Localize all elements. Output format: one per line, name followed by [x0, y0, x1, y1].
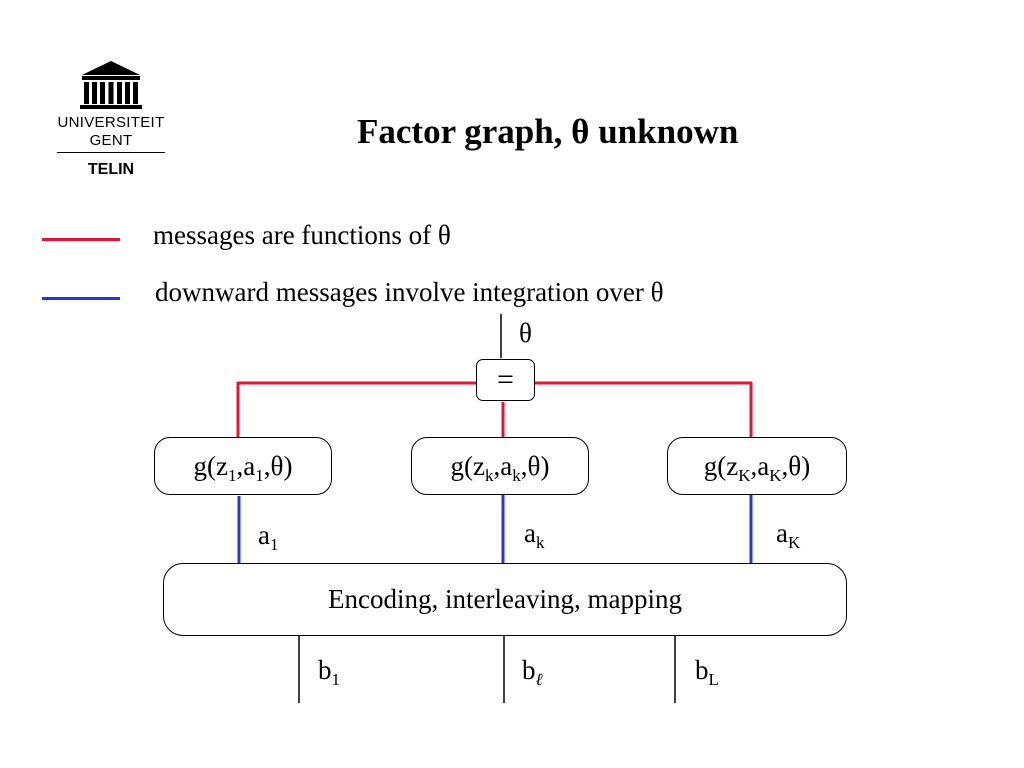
factor-node-1-label: g(z1,a1,θ): [193, 450, 293, 485]
label-bl: bℓ: [522, 655, 543, 689]
label-aK: aK: [776, 518, 801, 552]
logo-divider: [57, 152, 165, 153]
factor-node-k: g(zk,ak,θ): [411, 437, 589, 495]
factor-node-K-label: g(zK,aK,θ): [703, 450, 811, 485]
label-b1: b1: [318, 655, 340, 689]
encoder-node: Encoding, interleaving, mapping: [163, 563, 847, 636]
theta-label: θ: [519, 318, 532, 348]
logo-gent: GENT: [89, 132, 133, 149]
factor-node-K: g(zK,aK,θ): [667, 437, 847, 495]
equality-symbol: =: [497, 363, 514, 396]
slide-title: Factor graph, θ unknown: [357, 112, 739, 151]
factor-node-1: g(z1,a1,θ): [154, 437, 332, 495]
legend-red-text: messages are functions of θ: [153, 220, 451, 250]
encoder-label: Encoding, interleaving, mapping: [328, 584, 682, 614]
legend-red-line: [42, 238, 120, 241]
equality-node: =: [476, 359, 535, 401]
legend-blue-text: downward messages involve integration ov…: [155, 277, 664, 307]
logo-university: UNIVERSITEIT: [57, 114, 165, 131]
building-icon: [80, 61, 142, 109]
label-a1: a1: [258, 520, 279, 554]
factor-node-k-label: g(zk,ak,θ): [450, 450, 550, 485]
label-ak: ak: [524, 518, 545, 552]
legend-blue-line: [42, 297, 120, 300]
label-bL: bL: [695, 655, 719, 689]
logo-telin: TELIN: [87, 161, 135, 178]
university-logo: UNIVERSITEIT GENT TELIN: [40, 55, 190, 190]
